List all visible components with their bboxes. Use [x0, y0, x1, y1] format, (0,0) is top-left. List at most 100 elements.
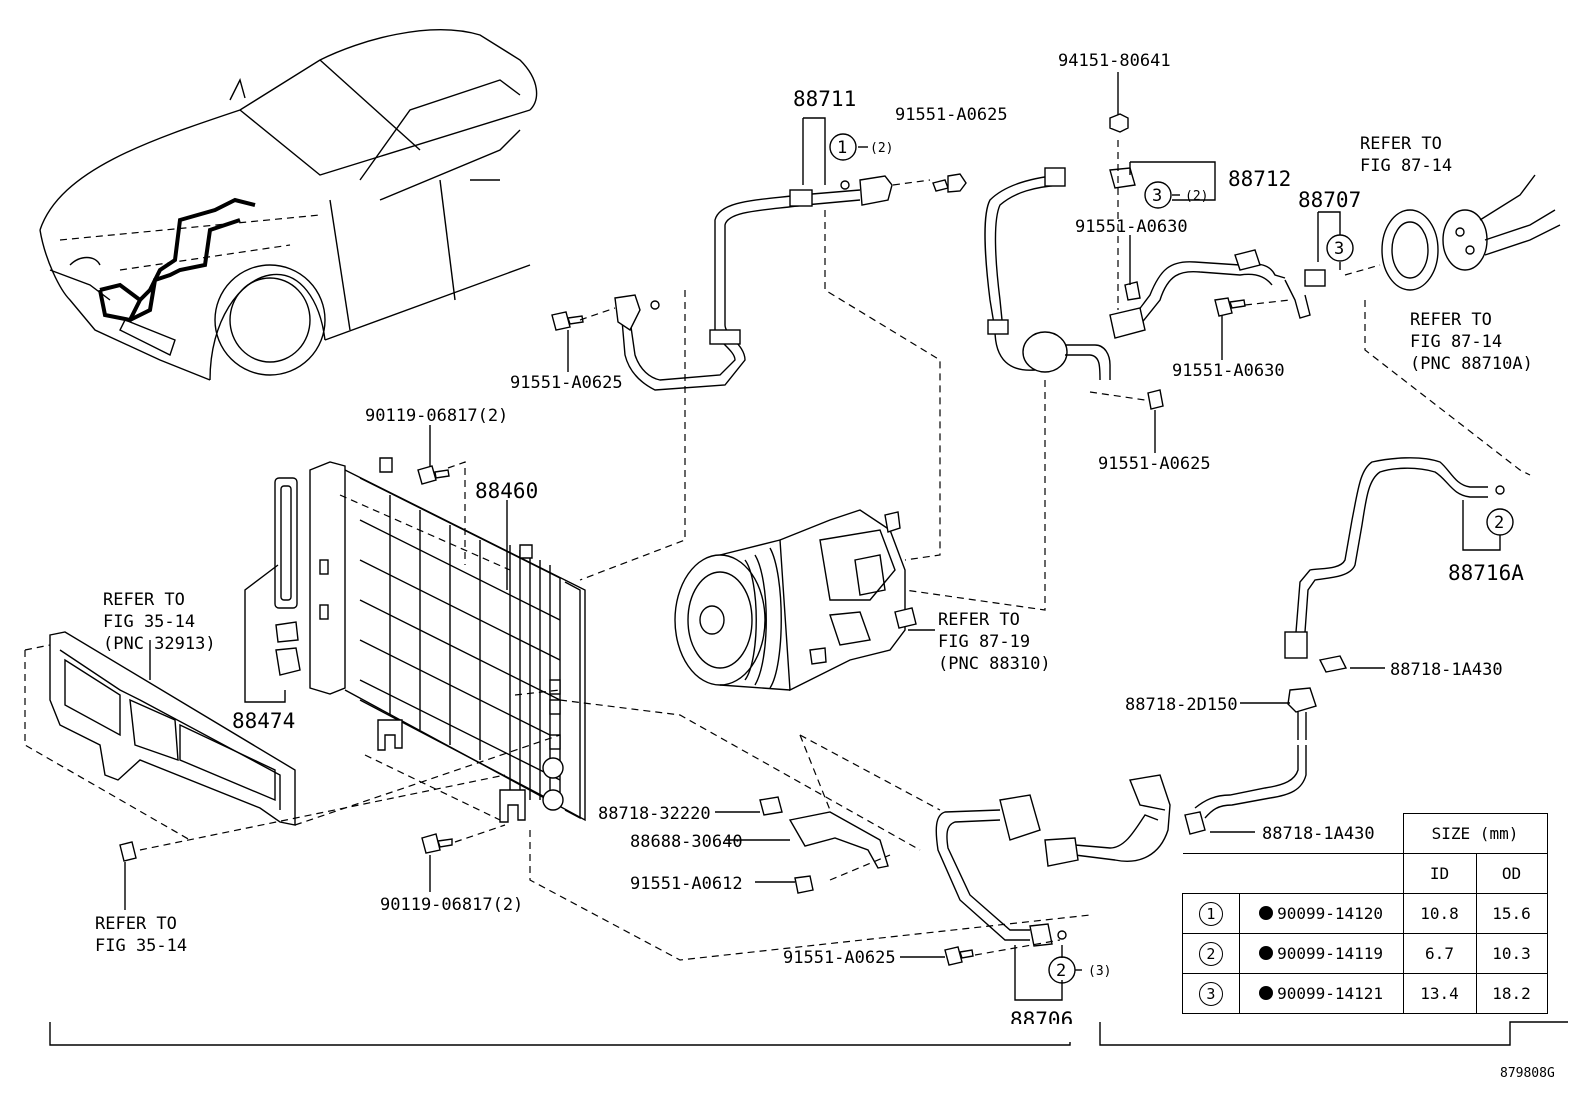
bolt-90119-top [417, 465, 450, 485]
bolt-91551-a0630-a [1124, 281, 1141, 301]
label-90119-bottom: 90119-06817(2) [380, 895, 523, 915]
part-number: 90099-14121 [1277, 984, 1384, 1003]
od-cell: 15.6 [1475, 893, 1548, 934]
svg-text:3: 3 [1152, 186, 1162, 206]
condenser-88460 [309, 457, 586, 823]
label-88718-32220: 88718-32220 [598, 804, 711, 824]
label-91551-a0612: 91551-A0612 [630, 874, 743, 894]
label-91551-a0630-a: 91551-A0630 [1075, 217, 1188, 237]
bullet-icon [1259, 946, 1274, 960]
od-cell: 10.3 [1475, 933, 1548, 974]
ref-circle: 1 [1198, 901, 1223, 926]
part-labels: 88711 (2) 91551-A0625 94151-80641 88712 … [95, 51, 1555, 1081]
qty-ref-1: (2) [870, 141, 893, 156]
table-row: 1 90099-14120 10.8 15.6 [1182, 893, 1548, 934]
id-cell: 6.7 [1402, 933, 1477, 974]
table-blank-cell [1182, 813, 1404, 854]
refer-87-14-b-line3: (PNC 88710A) [1410, 354, 1533, 374]
refer-87-19-line2: FIG 87-19 [938, 632, 1030, 652]
bolt-91551-a0625-top [932, 173, 967, 193]
qty-ref-2: (3) [1088, 964, 1111, 979]
part-number: 90099-14120 [1277, 904, 1384, 923]
ref-cell: 2 [1182, 933, 1240, 974]
bolt-90119-bottom [421, 833, 453, 854]
refer-87-14-a-line2: FIG 87-14 [1360, 156, 1452, 176]
svg-text:1: 1 [837, 138, 847, 158]
label-88460: 88460 [475, 479, 538, 503]
id-cell: 13.4 [1402, 973, 1477, 1014]
label-91551-a0625-bottom: 91551-A0625 [783, 948, 896, 968]
svg-text:2: 2 [1056, 961, 1066, 981]
bolt-91551-a0630-b [1214, 297, 1246, 317]
ref-circle-2-b: 2 [1048, 956, 1076, 984]
radiator-support-bracket [49, 631, 296, 862]
size-header: SIZE (mm) [1402, 813, 1548, 854]
suction-hose-88712 [984, 167, 1326, 381]
seal-88474 [274, 477, 301, 676]
ref-cell: 3 [1182, 973, 1240, 1014]
diagram-id: 879808G [1500, 1066, 1555, 1081]
svg-text:3: 3 [1334, 239, 1344, 259]
ref-circle-3-a: 3 [1144, 181, 1172, 209]
label-91551-a0625-left: 91551-A0625 [510, 373, 623, 393]
part-cell: 90099-14119 [1238, 933, 1404, 974]
expansion-valve-reference [1381, 174, 1561, 291]
label-90119-top: 90119-06817(2) [365, 406, 508, 426]
bolt-91551-a0625-mid [1147, 389, 1164, 410]
refer-87-14-a-line1: REFER TO [1360, 134, 1442, 154]
liquid-tube-88716a [935, 457, 1505, 947]
refer-87-19-line3: (PNC 88310) [938, 654, 1051, 674]
refer-87-19-line1: REFER TO [938, 610, 1020, 630]
ref-circle: 3 [1198, 981, 1223, 1006]
label-91551-a0625-top: 91551-A0625 [895, 105, 1008, 125]
label-91551-a0625-mid: 91551-A0625 [1098, 454, 1211, 474]
label-88712: 88712 [1228, 167, 1291, 191]
ref-circle-1: 1 [829, 133, 857, 161]
refer-35-14-b-line1: REFER TO [95, 914, 177, 934]
o-ring-size-table: SIZE (mm) ID OD 1 90099-14120 10.8 15.6 … [1182, 813, 1548, 1014]
ref-circle: 2 [1198, 941, 1223, 966]
ref-circle-2-a: 2 [1486, 508, 1514, 536]
label-94151-80641: 94151-80641 [1058, 51, 1171, 71]
bullet-icon [1259, 986, 1274, 1000]
bullet-icon [1259, 906, 1274, 920]
table-row: 3 90099-14121 13.4 18.2 [1182, 973, 1548, 1014]
col-od-header: OD [1475, 853, 1548, 894]
bracket-88688 [759, 796, 889, 894]
id-cell: 10.8 [1402, 893, 1477, 934]
refer-35-14-a-line2: FIG 35-14 [103, 612, 195, 632]
bolt-91551-a0625-left [551, 311, 584, 331]
table-blank-cell [1182, 853, 1404, 894]
label-88707: 88707 [1298, 188, 1361, 212]
col-id-header: ID [1402, 853, 1477, 894]
part-cell: 90099-14120 [1238, 893, 1404, 934]
guide-lines [24, 140, 1531, 961]
qty-ref-3: (2) [1185, 189, 1208, 204]
refer-87-14-b-line2: FIG 87-14 [1410, 332, 1502, 352]
bolt-91551-a0625-bottom [944, 946, 974, 966]
label-88716a: 88716A [1448, 561, 1524, 585]
od-cell: 18.2 [1475, 973, 1548, 1014]
refer-87-14-b-line1: REFER TO [1410, 310, 1492, 330]
label-91551-a0630-b: 91551-A0630 [1172, 361, 1285, 381]
table-row: 2 90099-14119 6.7 10.3 [1182, 933, 1548, 974]
ref-circle-3-b: 3 [1326, 234, 1354, 262]
part-number: 90099-14119 [1277, 944, 1384, 963]
label-88718-1a430-a: 88718-1A430 [1390, 660, 1503, 680]
vehicle-illustration [39, 29, 538, 381]
label-88688-30640: 88688-30640 [630, 832, 743, 852]
discharge-hose-88711 [614, 175, 893, 391]
refer-35-14-a-line1: REFER TO [103, 590, 185, 610]
svg-text:2: 2 [1494, 513, 1504, 533]
label-88718-2d150: 88718-2D150 [1125, 695, 1238, 715]
compressor-88310 [674, 509, 917, 692]
label-88474: 88474 [232, 709, 295, 733]
label-88711: 88711 [793, 87, 856, 111]
ref-cell: 1 [1182, 893, 1240, 934]
condenser-core-grid [359, 495, 561, 805]
refer-35-14-b-line2: FIG 35-14 [95, 936, 187, 956]
part-cell: 90099-14121 [1238, 973, 1404, 1014]
nut-94151-80641 [1109, 113, 1129, 133]
refer-35-14-a-line3: (PNC 32913) [103, 634, 216, 654]
